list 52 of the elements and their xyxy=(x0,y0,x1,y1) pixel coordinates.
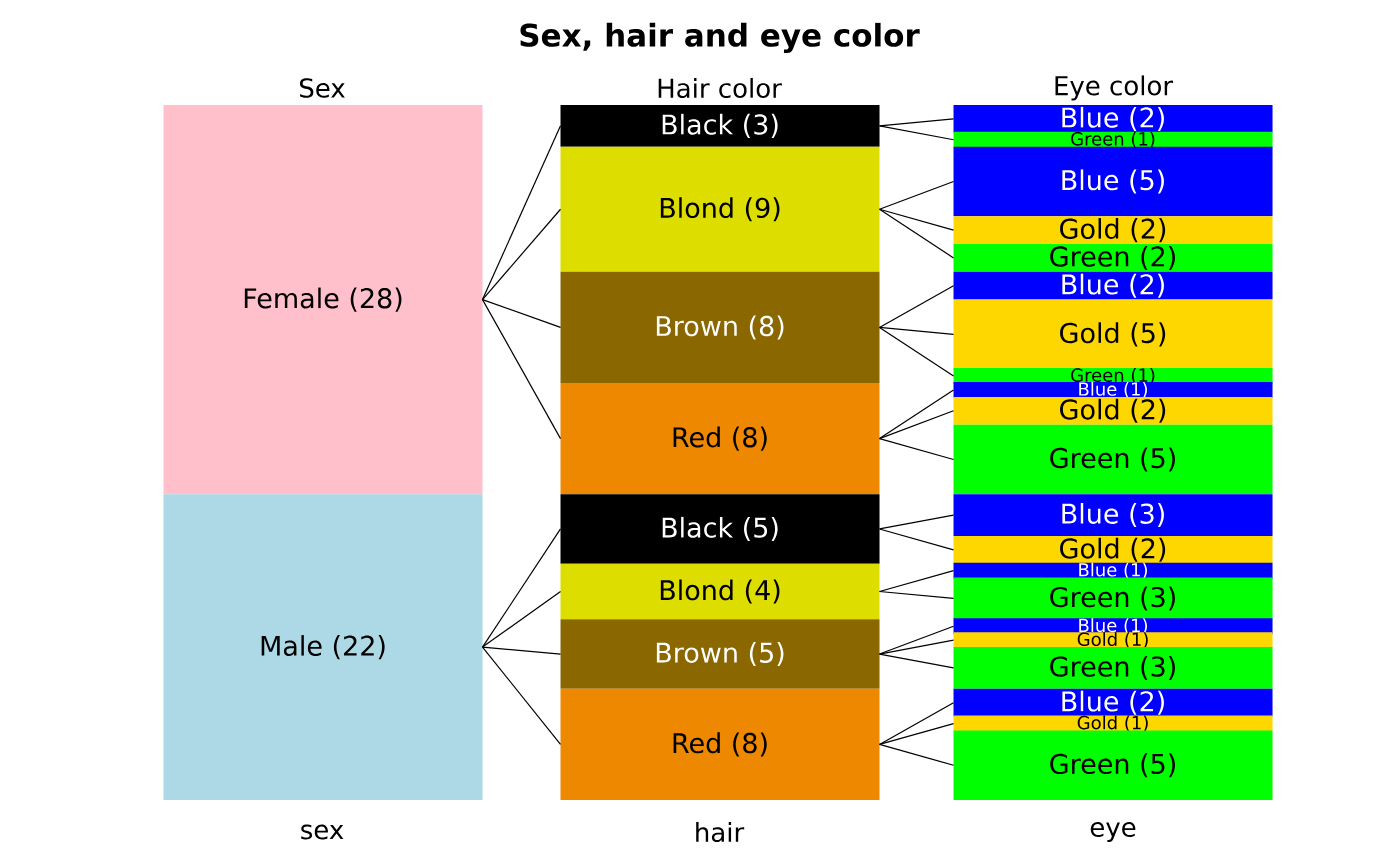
category-bar: Black (5) xyxy=(560,494,880,564)
connector-line xyxy=(878,743,955,766)
connector-line xyxy=(878,653,955,669)
connector-line xyxy=(878,570,955,593)
category-bar: Green (5) xyxy=(953,424,1273,495)
category-bar: Black (3) xyxy=(560,105,880,147)
category-bar: Green (2) xyxy=(953,244,1273,272)
connector-line xyxy=(878,514,955,530)
category-bar: Red (8) xyxy=(560,688,880,800)
category-bar: Blue (2) xyxy=(953,105,1273,133)
category-bar: Gold (2) xyxy=(953,396,1273,425)
connector-line xyxy=(878,180,955,210)
category-bar: Blue (3) xyxy=(953,494,1273,536)
category-bar: Brown (5) xyxy=(560,619,880,689)
category-bar: Gold (1) xyxy=(953,632,1273,649)
connector-line xyxy=(878,285,955,328)
axis-label: sex xyxy=(301,824,344,840)
connector-line xyxy=(481,646,562,655)
category-bar: Brown (8) xyxy=(560,271,880,383)
category-bar: Blue (5) xyxy=(953,146,1273,217)
connector-line xyxy=(878,326,955,335)
connector-line xyxy=(878,438,955,461)
connector-line xyxy=(481,528,562,648)
column-heading: Hair color xyxy=(658,77,782,99)
connector-line xyxy=(878,639,955,655)
connector-line xyxy=(481,208,562,301)
connector-line xyxy=(878,722,955,745)
category-bar: Male (22) xyxy=(163,494,483,800)
connector-line xyxy=(878,326,955,377)
connector-line xyxy=(878,528,955,551)
connector-line xyxy=(878,208,955,259)
category-bar: Blond (9) xyxy=(560,146,880,272)
connector-line xyxy=(481,646,562,745)
category-bar: Blond (4) xyxy=(560,563,880,620)
connector-line xyxy=(878,590,955,600)
category-bar: Green (5) xyxy=(953,730,1273,800)
connector-line xyxy=(481,125,562,301)
category-bar: Green (3) xyxy=(953,647,1273,689)
category-bar: Blue (2) xyxy=(953,271,1273,300)
connector-line xyxy=(481,299,562,328)
connector-line xyxy=(878,410,955,440)
connector-line xyxy=(878,125,955,141)
connector-line xyxy=(878,208,955,231)
category-bar: Gold (2) xyxy=(953,216,1273,244)
connector-line xyxy=(878,118,955,127)
column-heading: Eye color xyxy=(1055,75,1174,101)
connector-line xyxy=(878,389,955,440)
category-bar: Female (28) xyxy=(163,105,483,495)
category-bar: Red (8) xyxy=(560,383,880,495)
connector-line xyxy=(481,590,562,648)
connector-line xyxy=(481,299,562,440)
chart-title: Sex, hair and eye color xyxy=(520,22,920,54)
